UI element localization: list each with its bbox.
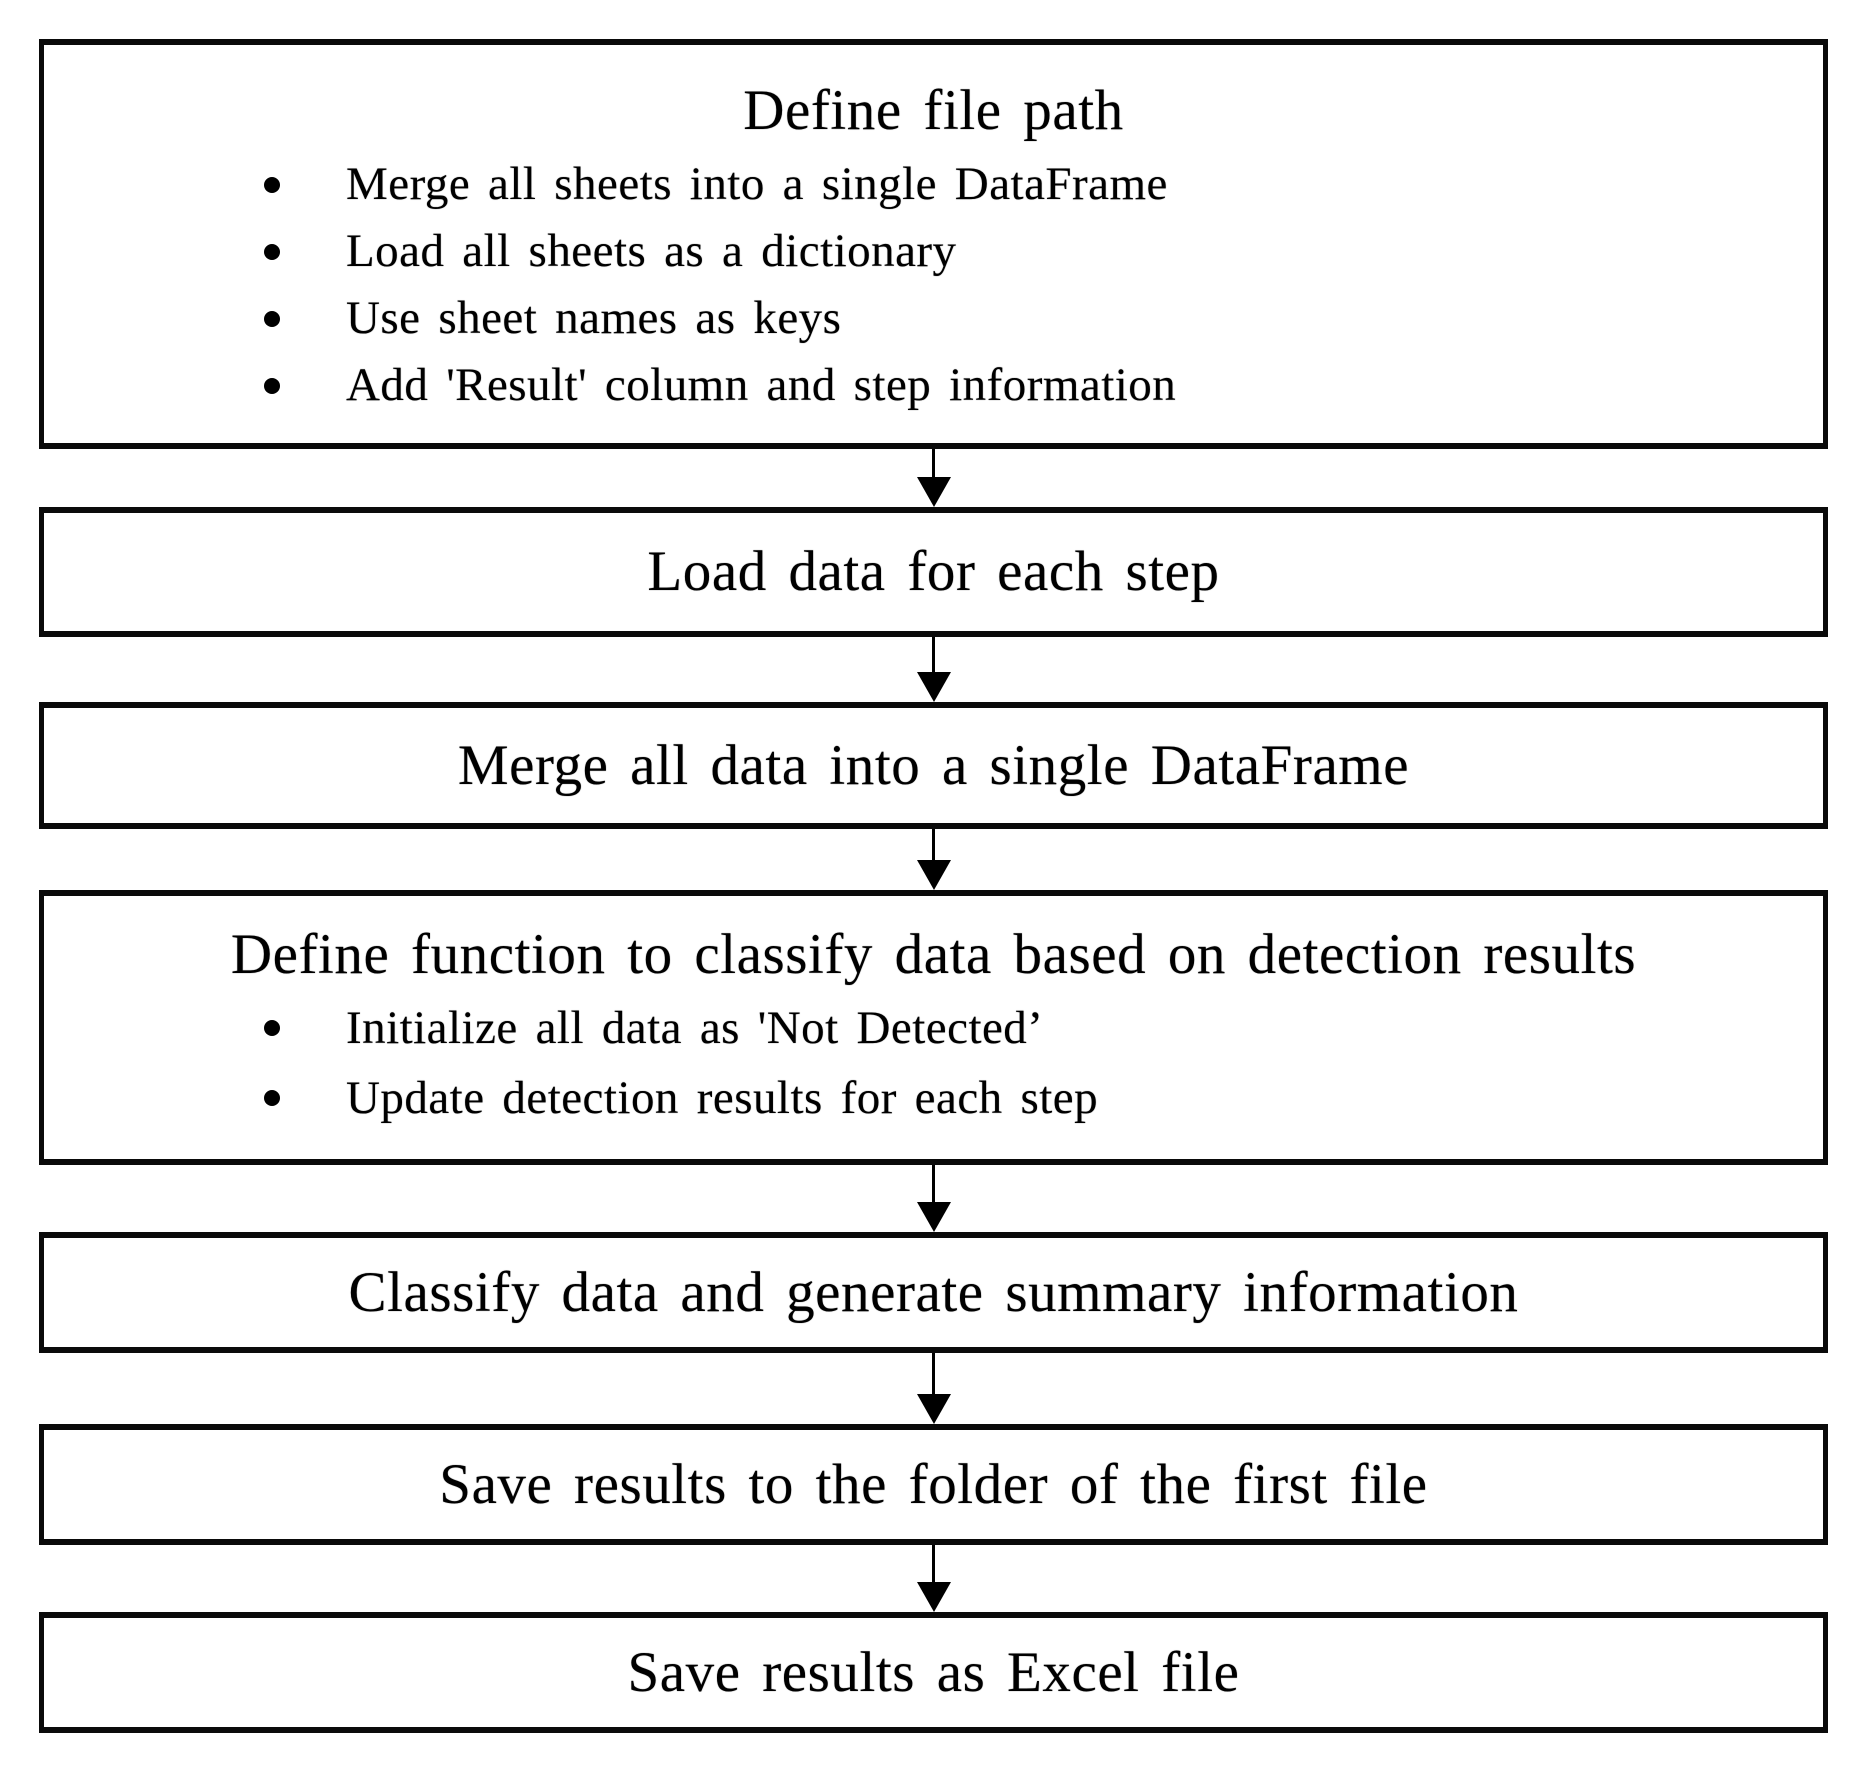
flow-arrow bbox=[39, 829, 1828, 890]
flow-box-save-excel: Save results as Excel file bbox=[39, 1612, 1828, 1733]
bullet-icon bbox=[264, 1090, 280, 1106]
flow-box-save-to-folder: Save results to the folder of the first … bbox=[39, 1424, 1828, 1545]
box-title: Load data for each step bbox=[647, 540, 1220, 603]
box-title: Save results to the folder of the first … bbox=[439, 1452, 1428, 1516]
bullet-icon bbox=[264, 176, 280, 193]
bullet-icon bbox=[264, 1020, 280, 1036]
box-title: Classify data and generate summary infor… bbox=[348, 1260, 1519, 1324]
bullet-list: Initialize all data as 'Not Detected’ Up… bbox=[44, 993, 1823, 1133]
flow-arrow bbox=[39, 1165, 1828, 1232]
flow-box-define-file-path: Define file path Merge all sheets into a… bbox=[39, 39, 1828, 449]
arrow-line bbox=[932, 637, 935, 673]
flow-box-load-data: Load data for each step bbox=[39, 507, 1828, 637]
box-title: Merge all data into a single DataFrame bbox=[457, 733, 1410, 797]
arrow-head-icon bbox=[916, 1202, 951, 1232]
flow-box-merge-data: Merge all data into a single DataFrame bbox=[39, 702, 1828, 829]
box-title: Define file path bbox=[743, 79, 1124, 142]
flowchart-diagram: Define file path Merge all sheets into a… bbox=[39, 39, 1828, 1733]
box-title: Save results as Excel file bbox=[627, 1640, 1240, 1704]
arrow-head-icon bbox=[916, 1394, 951, 1424]
flow-box-define-classify-function: Define function to classify data based o… bbox=[39, 890, 1828, 1165]
bullet-text: Use sheet names as keys bbox=[346, 292, 842, 344]
bullet-text: Initialize all data as 'Not Detected’ bbox=[346, 1002, 1044, 1054]
arrow-line bbox=[932, 1165, 935, 1203]
arrow-line bbox=[932, 1353, 935, 1395]
bullet-text: Update detection results for each step bbox=[346, 1072, 1099, 1124]
arrow-head-icon bbox=[916, 672, 951, 702]
flow-box-classify-summary: Classify data and generate summary infor… bbox=[39, 1232, 1828, 1353]
flow-arrow bbox=[39, 449, 1828, 507]
flow-arrow bbox=[39, 1545, 1828, 1612]
bullet-item: Initialize all data as 'Not Detected’ bbox=[264, 993, 1823, 1063]
bullet-icon bbox=[264, 377, 280, 394]
box-title: Define function to classify data based o… bbox=[230, 923, 1637, 986]
bullet-item: Add 'Result' column and step information bbox=[264, 352, 1823, 419]
bullet-list: Merge all sheets into a single DataFrame… bbox=[44, 151, 1823, 419]
bullet-item: Update detection results for each step bbox=[264, 1063, 1823, 1133]
flow-arrow bbox=[39, 637, 1828, 702]
bullet-text: Load all sheets as a dictionary bbox=[346, 225, 957, 277]
bullet-item: Use sheet names as keys bbox=[264, 285, 1823, 352]
bullet-icon bbox=[264, 243, 280, 260]
arrow-head-icon bbox=[916, 1582, 951, 1612]
arrow-line bbox=[932, 449, 935, 478]
bullet-item: Merge all sheets into a single DataFrame bbox=[264, 151, 1823, 218]
flow-arrow bbox=[39, 1353, 1828, 1424]
arrow-line bbox=[932, 1545, 935, 1583]
bullet-text: Add 'Result' column and step information bbox=[346, 359, 1177, 411]
arrow-head-icon bbox=[916, 477, 951, 507]
arrow-head-icon bbox=[916, 860, 951, 890]
bullet-item: Load all sheets as a dictionary bbox=[264, 218, 1823, 285]
arrow-line bbox=[932, 829, 935, 861]
bullet-text: Merge all sheets into a single DataFrame bbox=[346, 158, 1168, 210]
bullet-icon bbox=[264, 310, 280, 327]
